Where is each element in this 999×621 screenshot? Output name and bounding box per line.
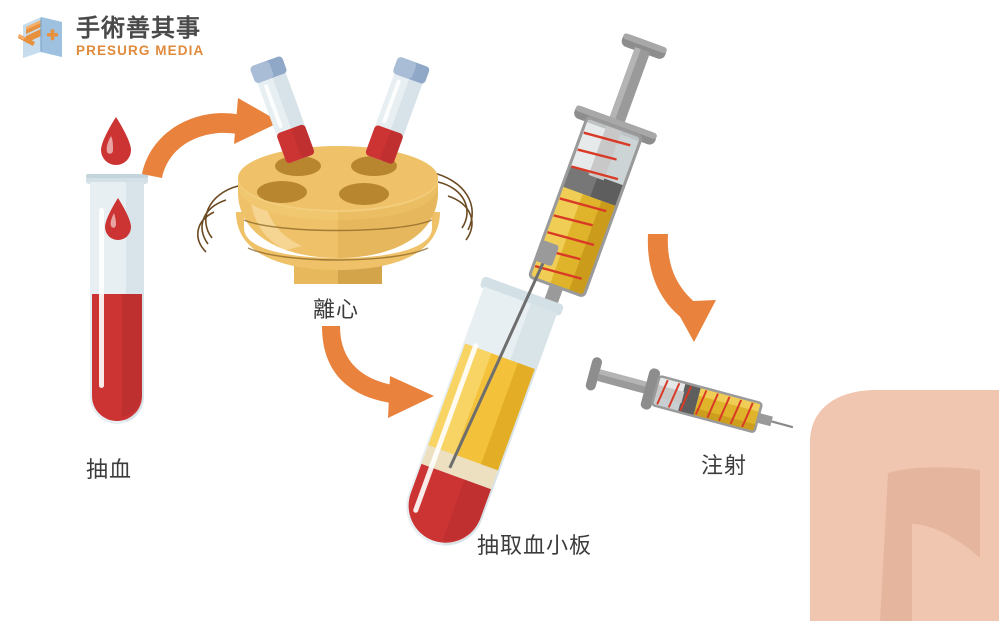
curved-arrow-down-right-icon	[322, 326, 434, 418]
step-injection-label: 注射	[701, 454, 748, 479]
curved-arrow-down-icon	[647, 234, 716, 342]
spin-motion-lines-left	[197, 185, 239, 253]
skin-illustration	[780, 378, 999, 621]
centrifuge-tube-right	[365, 57, 430, 164]
small-graduation-marks	[656, 379, 754, 428]
large-syringe-illustration	[498, 33, 678, 342]
book-scalpel-cross-icon	[18, 17, 62, 58]
large-syringe-icon	[528, 33, 667, 306]
brand-wordmark: 手術善其事 PRESURG MEDIA	[76, 16, 204, 58]
step-extract-platelets-label: 抽取血小板	[477, 534, 593, 559]
buffy-coat-layer	[421, 445, 498, 490]
test-tube-with-blood-icon	[86, 117, 148, 424]
arrow-extract-to-injection	[640, 228, 750, 348]
syringe-injecting-skin-icon	[585, 357, 794, 433]
shoulder-skin-shape-icon	[810, 390, 999, 621]
tube-rim	[480, 276, 564, 316]
step-draw-blood-illustration	[78, 112, 208, 457]
needle	[448, 257, 547, 469]
brand-logo[interactable]: 手術善其事 PRESURG MEDIA	[18, 12, 204, 62]
small-needle-hub	[756, 413, 773, 427]
step-centrifuge-label: 離心	[313, 298, 360, 323]
small-finger-flange	[640, 368, 661, 410]
centrifuge-rotor-icon	[197, 56, 473, 284]
step-centrifuge-illustration	[186, 56, 482, 308]
curved-arrow-right-icon	[142, 98, 280, 178]
graduation-marks	[534, 131, 631, 280]
centrifuge-tube-left	[250, 56, 315, 163]
small-plunger-thumb-pad	[585, 357, 602, 391]
step-draw-blood-label: 抽血	[86, 458, 133, 483]
spin-motion-lines-right	[429, 171, 473, 241]
small-needle	[771, 420, 794, 429]
brand-name-en: PRESURG MEDIA	[76, 43, 205, 59]
needle-hub	[535, 240, 559, 266]
tilted-tube-with-syringe-icon	[406, 240, 564, 546]
arrow-blood-to-centrifuge	[134, 96, 294, 182]
rotor-wells	[257, 156, 397, 205]
brand-name-cn: 手術善其事	[76, 14, 201, 43]
step-extract-platelets-illustration	[376, 240, 586, 576]
step-injection-illustration	[580, 357, 795, 453]
blood-drop-falling	[101, 117, 131, 165]
arrow-centrifuge-to-extract	[316, 322, 446, 422]
blood-drop-inside	[105, 198, 131, 240]
